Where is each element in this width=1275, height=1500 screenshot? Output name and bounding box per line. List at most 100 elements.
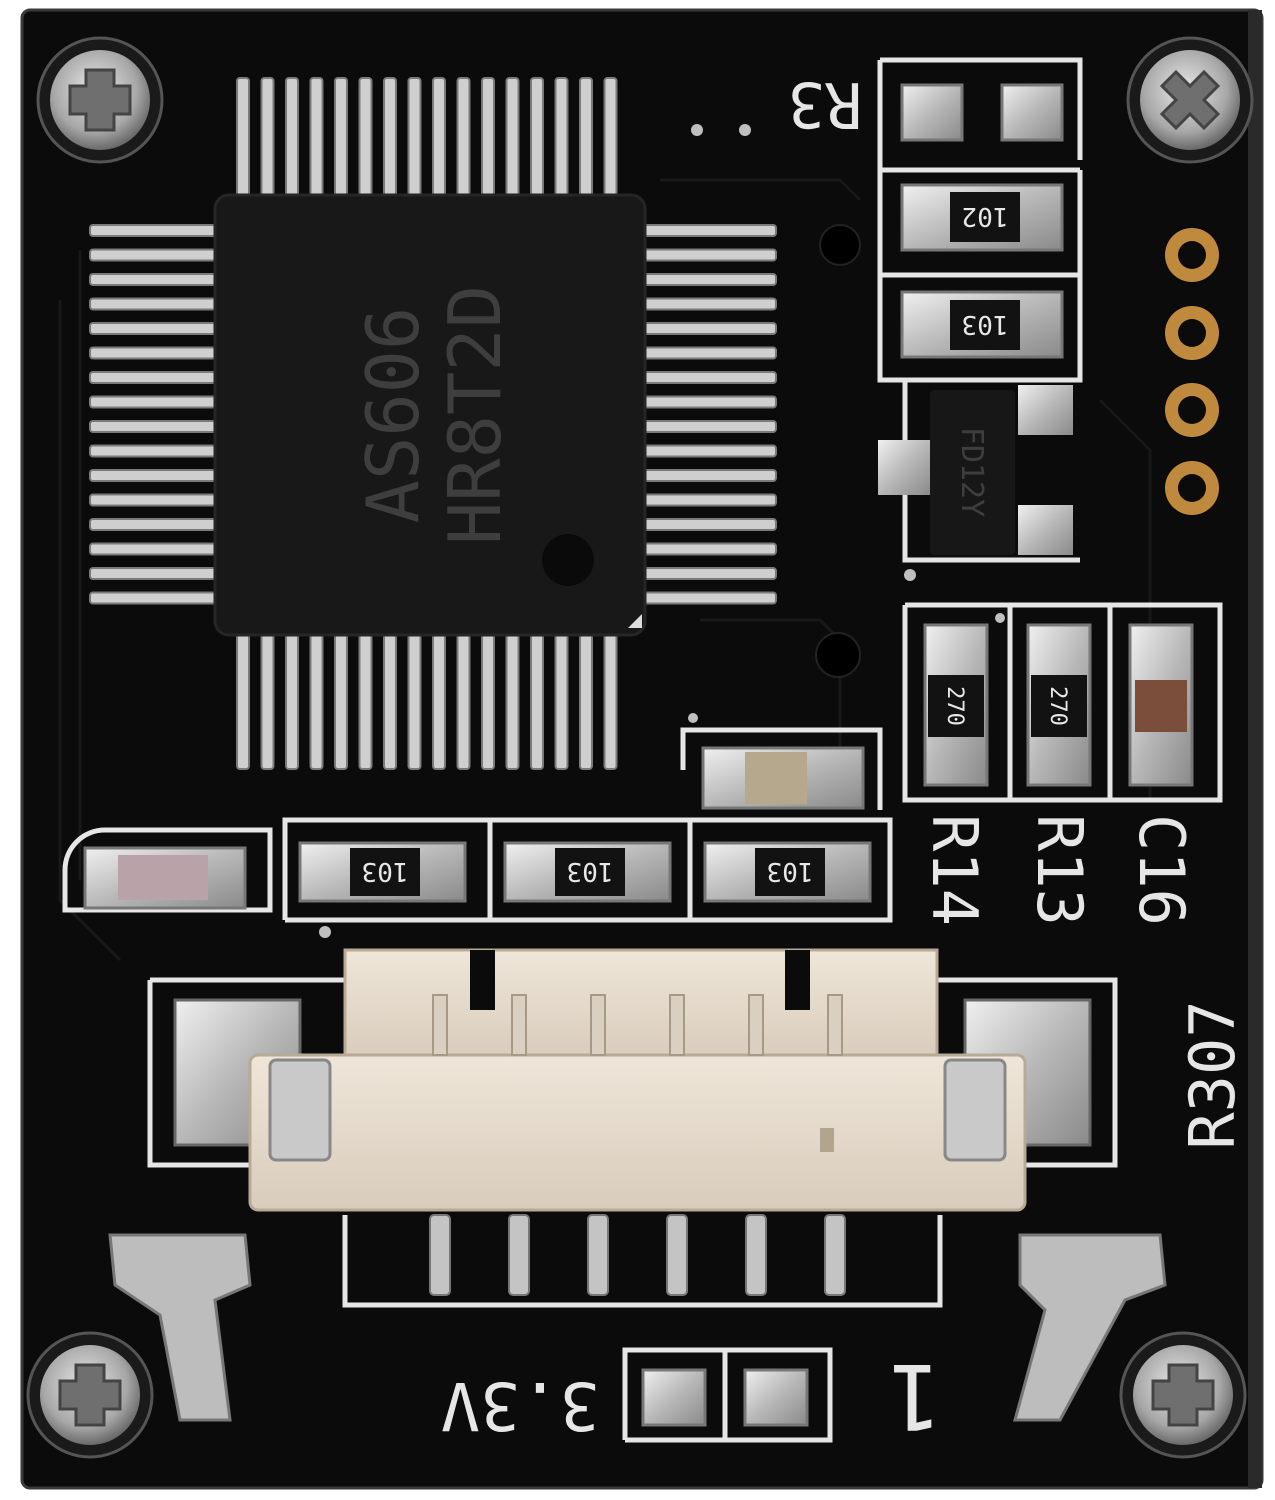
chip-pin [643,371,777,384]
chip-pin [505,77,520,197]
chip-pin [530,633,544,770]
chip-pin [643,567,777,580]
connector-solder-pin [666,1214,688,1296]
chip-pin [643,248,777,262]
chip-pin [89,224,217,237]
chip-pin [89,518,217,531]
chip-pin [309,77,324,197]
chip-pin [554,77,569,197]
connector-solder-pin [508,1214,530,1296]
chip-pin [643,297,777,311]
chip-pin [260,633,275,770]
chip-pin [89,273,217,286]
chip-pin [643,469,777,482]
chip-pin [579,633,593,770]
chip-pin [89,444,217,458]
resistor-102-label: 102 [962,201,1009,231]
voltage-regulator: FD12Y [878,380,1080,563]
silk-pin1: 1 [888,1343,942,1448]
chip-pin [456,77,471,197]
chip-pin [89,371,217,384]
chip-pin [643,224,777,237]
chip-pin [643,395,777,409]
chip-pin [89,420,217,433]
chip-pin [643,444,777,458]
chip-pin [643,542,777,556]
resistor-103-row-3: 103 [703,841,872,903]
chip-pin [285,633,299,770]
connector-solder-pin [429,1214,451,1296]
chip-pin [432,633,446,770]
screw-bottom-right-icon [1119,1331,1247,1459]
chip-pins-bottom [236,633,618,770]
chip-pin [643,518,777,531]
chip-pins-top [236,77,618,197]
chip-pin [236,633,250,770]
silk-r3: R3 [788,68,863,141]
connector-pin [669,994,685,1056]
chip-pin [432,77,446,197]
connector-pin [432,994,448,1056]
resistor-102: 102 [900,183,1064,252]
resistor-r14: 270 [923,623,989,787]
connector-pin [748,994,764,1056]
chip-pin [89,395,217,409]
silk-r14: R14 [918,814,991,926]
chip-pin [309,633,324,770]
resistor-103-row-3-label: 103 [767,856,814,886]
connector-pin [590,994,606,1056]
chip-pin [643,493,777,507]
connector-solder-pin [824,1214,846,1296]
screw-top-right-icon [1126,36,1254,164]
chip-pin [358,77,373,197]
chip-label-line2: HR8T2D [433,285,517,545]
regulator-label: FD12Y [954,427,989,517]
chip-pin [554,633,569,770]
chip-pin [383,633,397,770]
resistor-r14-label: 270 [942,686,967,726]
chip-pin [456,633,471,770]
silk-3v3: 3.3V [441,1367,600,1444]
connector-solder-pin [587,1214,609,1296]
chip-pin [643,420,777,433]
chip-pin [579,77,593,197]
resistor-103-top-label: 103 [962,309,1009,339]
chip-pin [383,77,397,197]
screw-top-left-icon [36,36,164,164]
capacitor-c16 [1128,623,1194,787]
chip-pin [407,633,422,770]
chip-pin [643,346,777,360]
resistor-103-row-2-label: 103 [567,856,614,886]
resistor-r13: 270 [1026,623,1092,787]
chip-pin [505,633,520,770]
chip-pin [358,633,373,770]
chip-pin [89,567,217,580]
resistor-103-row-1: 103 [298,841,467,903]
chip-pin [643,322,777,335]
chip-pin [89,542,217,556]
chip-pin [407,77,422,197]
chip-pin [481,633,495,770]
resistor-r13-label: 270 [1045,686,1070,726]
chip-pin [603,633,618,770]
resistor-103-row-1-label: 103 [362,856,409,886]
chip-pin [530,77,544,197]
header-holes [1165,228,1219,515]
led-component [83,846,247,910]
chip-label-line1: AS606 [351,307,435,524]
chip-pin [603,77,618,197]
chip-pin [89,493,217,507]
chip-pin [481,77,495,197]
silk-r13: R13 [1023,814,1096,926]
chip-pin [89,469,217,482]
chip-pin [236,77,250,197]
connector-pin [827,994,843,1056]
screw-bottom-left-icon [26,1331,154,1459]
chip-pin [643,273,777,286]
chip-pin [89,248,217,262]
silk-r307: R307 [1176,1000,1249,1149]
chip-pin [260,77,275,197]
chip-pin [643,591,777,605]
resistor-103-row-2: 103 [503,841,672,903]
